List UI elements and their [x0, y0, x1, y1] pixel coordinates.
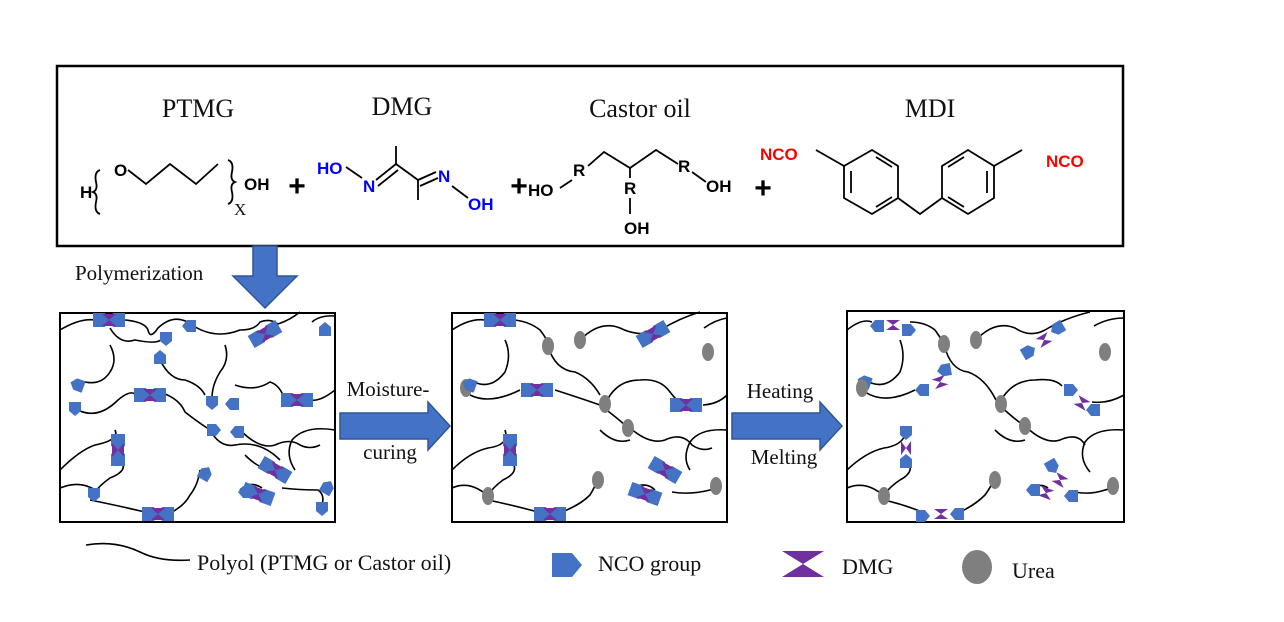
nco-legend-label: NCO group [598, 551, 701, 576]
ptmg-label: PTMG [162, 94, 234, 123]
svg-text:H: H [80, 183, 92, 202]
plus-sign: + [288, 170, 306, 203]
svg-text:N: N [363, 177, 375, 196]
svg-text:O: O [114, 161, 127, 180]
curing-label: curing [363, 440, 417, 464]
dmg-legend-label: DMG [842, 554, 893, 579]
moisture-label: Moisture- [347, 377, 430, 401]
polyol-legend-line [85, 542, 191, 562]
plus-sign: + [754, 172, 772, 205]
svg-text:R: R [678, 157, 690, 176]
mdi-label: MDI [905, 94, 956, 123]
heating-melting-arrow [731, 400, 844, 452]
moisture-curing-arrow [339, 400, 452, 452]
svg-text:OH: OH [468, 195, 494, 214]
ptmg-structure: H O OH X [80, 159, 270, 219]
dmg-structure: HO N N OH [317, 146, 494, 214]
panel-melted [846, 310, 1125, 523]
svg-text:OH: OH [624, 219, 650, 238]
legend: Polyol (PTMG or Castor oil) NCO group DM… [85, 542, 1055, 584]
urea-legend-label: Urea [1012, 558, 1055, 583]
svg-text:OH: OH [244, 175, 270, 194]
nco-legend-icon [552, 553, 582, 577]
svg-text:X: X [234, 200, 246, 219]
urea-legend-icon [962, 550, 992, 584]
svg-text:N: N [438, 167, 450, 186]
heating-label: Heating [747, 379, 814, 403]
reactants-box [55, 64, 1125, 248]
polyol-legend-label: Polyol (PTMG or Castor oil) [197, 550, 451, 575]
panel-prepolymer [59, 311, 337, 523]
castor-oil-structure: HO R R OH R OH [528, 148, 732, 238]
plus-sign: + [510, 170, 528, 203]
svg-text:NCO: NCO [1046, 152, 1084, 171]
polymerization-label: Polymerization [75, 261, 204, 285]
polymerization-arrow [231, 245, 299, 310]
panel-cured [451, 311, 728, 523]
mdi-structure: NCO NCO [760, 145, 1084, 216]
castor-oil-label: Castor oil [589, 94, 691, 123]
melting-label: Melting [751, 445, 818, 469]
dmg-label: DMG [372, 92, 433, 121]
svg-text:R: R [624, 179, 636, 198]
svg-text:HO: HO [317, 159, 343, 178]
svg-text:HO: HO [528, 181, 554, 200]
dmg-legend-icon [782, 551, 824, 577]
svg-text:R: R [573, 161, 585, 180]
svg-text:OH: OH [706, 177, 732, 196]
svg-text:NCO: NCO [760, 145, 798, 164]
